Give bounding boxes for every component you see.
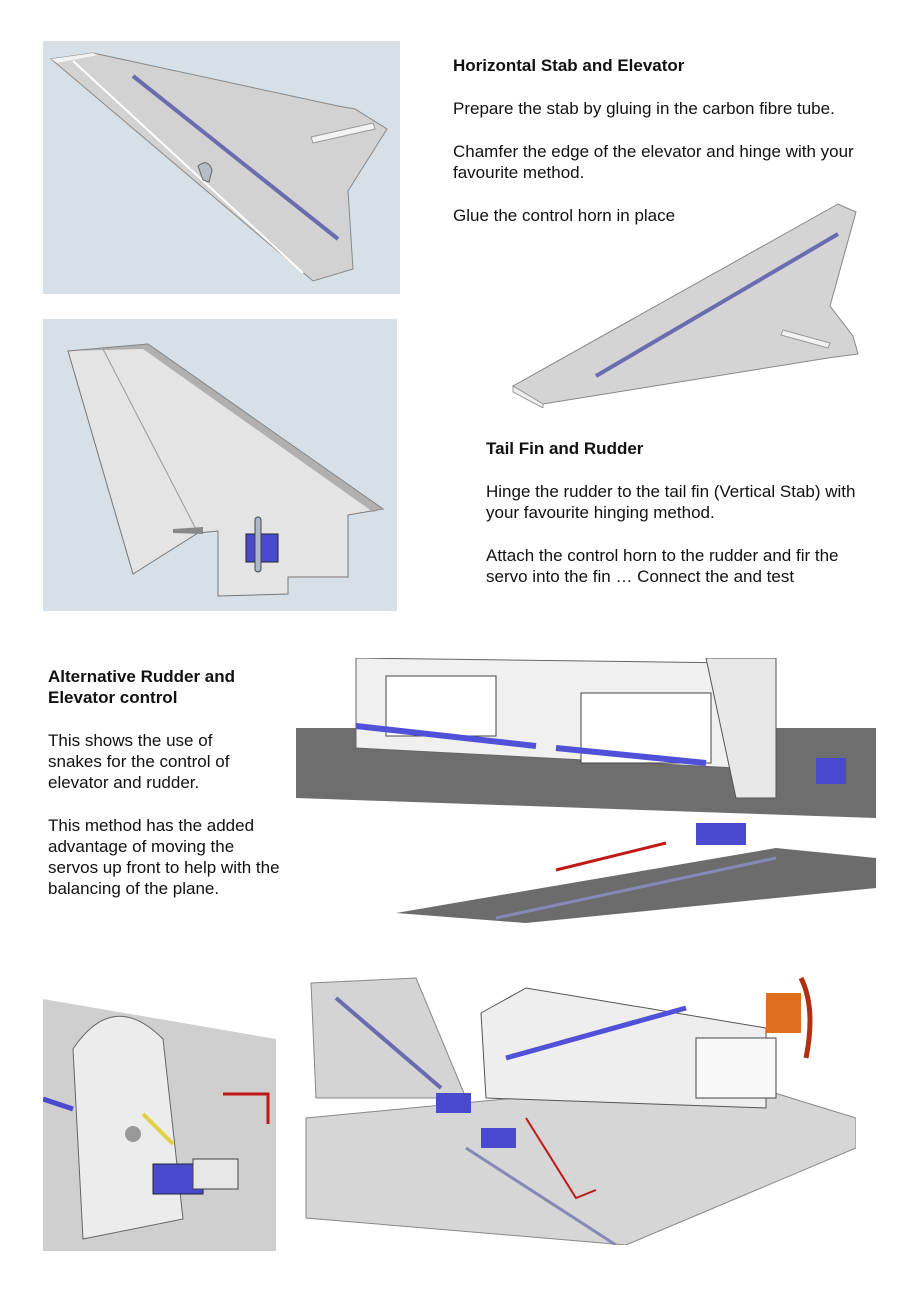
alt-text-block: Alternative Rudder and Elevator control …	[48, 666, 280, 899]
fin-para-2: Attach the control horn to the rudder an…	[486, 546, 839, 586]
fin-heading: Tail Fin and Rudder	[486, 439, 644, 458]
stab-para-1: Prepare the stab by gluing in the carbon…	[453, 99, 835, 118]
alt-heading: Alternative Rudder and Elevator control	[48, 667, 236, 707]
stab-text-block: Horizontal Stab and Elevator Prepare the…	[453, 55, 883, 226]
fin-para-1: Hinge the rudder to the tail fin (Vertic…	[486, 482, 856, 522]
stab-heading: Horizontal Stab and Elevator	[453, 56, 685, 75]
stab-para-2: Chamfer the edge of the elevator and hin…	[453, 142, 854, 182]
alt-para-1: This shows the use of snakes for the con…	[48, 731, 230, 792]
alt-para-2: This method has the added advantage of m…	[48, 816, 280, 898]
fin-figure-left	[43, 319, 397, 611]
assembly-overview-figure	[296, 968, 856, 1245]
stab-figure-right	[508, 196, 864, 408]
stab-figure-top-left	[43, 41, 400, 294]
fin-text-block: Tail Fin and Rudder Hinge the rudder to …	[486, 438, 871, 587]
snake-control-figure	[296, 658, 876, 930]
stab-para-3: Glue the control horn in place	[453, 206, 676, 225]
fin-servo-closeup-figure	[43, 999, 276, 1251]
